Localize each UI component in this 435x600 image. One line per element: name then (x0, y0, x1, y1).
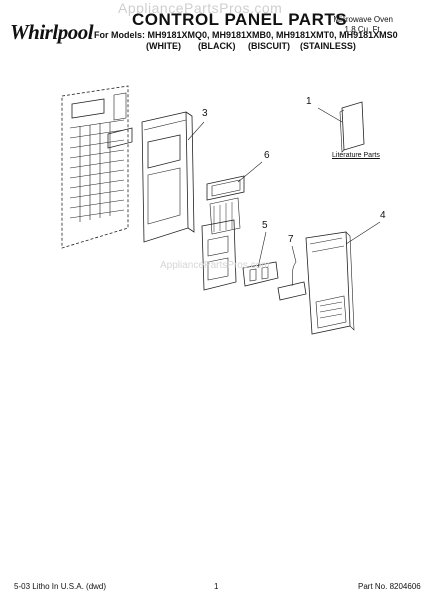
literature-parts-label: Literature Parts (332, 152, 380, 159)
callout-1: 1 (306, 96, 312, 107)
switch-assembly (242, 261, 279, 287)
leader-lines (187, 107, 381, 269)
product-capacity: 1.8 Cu. Ft. (344, 25, 382, 34)
models-line: For Models: MH9181XMQ0, MH9181XMB0, MH91… (94, 30, 398, 40)
color-biscuit: (BISCUIT) (248, 41, 290, 51)
panel-cover (305, 231, 355, 335)
callout-5: 5 (262, 220, 268, 231)
control-panel-frame (141, 111, 195, 243)
color-white: (WHITE) (146, 41, 181, 51)
diagram-watermark: AppliancePartsPros.com (160, 260, 270, 271)
callout-6: 6 (264, 150, 270, 161)
watermark-text: AppliancePartsPros.com (118, 0, 283, 16)
footer-part-number: Part No. 8204606 (358, 582, 421, 591)
product-type: Microwave Oven (333, 15, 393, 24)
callout-3: 3 (202, 108, 208, 119)
circuit-board (201, 219, 237, 291)
color-black: (BLACK) (198, 41, 236, 51)
display-window (107, 127, 133, 149)
page-title: CONTROL PANEL PARTS (132, 10, 348, 29)
display-board (206, 175, 245, 235)
switch-plate (277, 261, 307, 301)
keypad-membrane (61, 85, 129, 249)
color-variants: (WHITE) (BLACK) (BISCUIT) (STAINLESS) (146, 41, 356, 51)
whirlpool-logo: Whirlpool (10, 20, 94, 44)
product-description: Microwave Oven 1.8 Cu. Ft. (333, 15, 393, 35)
footer-page-number: 1 (214, 582, 219, 591)
callout-7: 7 (288, 234, 294, 245)
callout-4: 4 (380, 210, 386, 221)
literature-booklet (339, 101, 365, 153)
color-stainless: (STAINLESS) (300, 41, 356, 51)
footer-litho: 5-03 Litho In U.S.A. (dwd) (14, 582, 107, 591)
